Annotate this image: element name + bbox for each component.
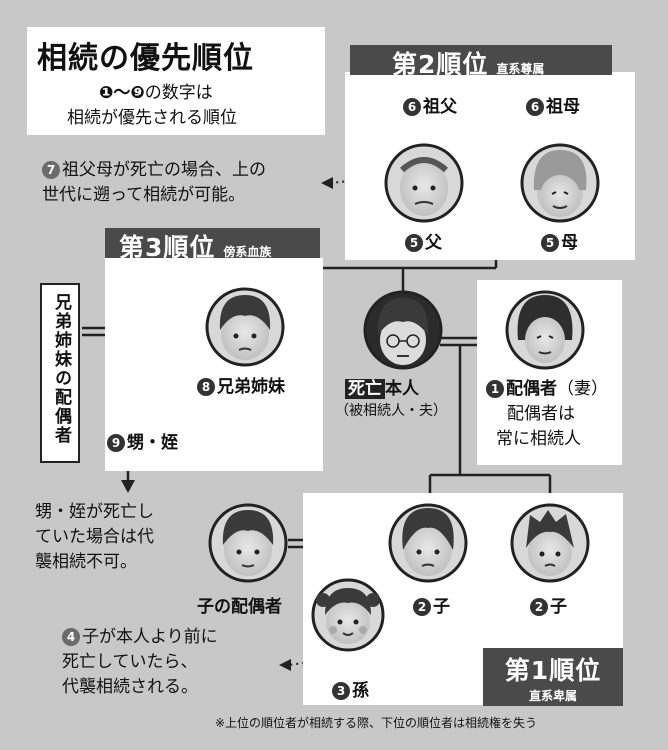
sibling-spouse-box: 兄弟姉妹の配偶者	[40, 283, 80, 463]
note7-line2: 世代に遡って相続が可能。	[42, 185, 246, 205]
rank1-sub: 直系卑属	[528, 688, 577, 703]
page-title: 相続の優先順位	[37, 41, 254, 76]
note4-num: 4	[62, 628, 80, 646]
rank2-sub: 直系尊属	[496, 62, 545, 76]
spouse-paren: （妻）	[557, 379, 608, 399]
siblings-num: 8	[197, 378, 215, 396]
father-num: 5	[405, 234, 423, 252]
child1-text: 子	[433, 597, 450, 617]
grandfather-num: 6	[403, 98, 421, 116]
self-sub: （被相続人・夫）	[335, 403, 447, 419]
mother-text: 母	[561, 233, 578, 253]
child2-portrait	[510, 503, 590, 583]
note7-line1: 祖父母が死亡の場合、上の	[62, 160, 266, 180]
child-spouse-label: 子の配偶者	[197, 597, 282, 617]
grandchild-num: 3	[332, 682, 350, 700]
self-portrait	[363, 290, 443, 370]
footnote: ※上位の順位者が相続する際、下位の順位者は相続権を失う	[215, 716, 538, 730]
spouse-num: 1	[486, 380, 504, 398]
spouse-text: 配偶者	[506, 379, 557, 399]
siblings-portrait	[205, 287, 285, 367]
rank1-label: 第1順位	[504, 655, 602, 685]
note-nephew-line2: ていた場合は代	[35, 527, 154, 547]
rank3-label: 第3順位	[119, 233, 216, 262]
grandfather-text: 祖父	[423, 97, 457, 117]
note4-line1: 子が本人より前に	[82, 627, 218, 647]
intro-num: ❶〜❾	[99, 83, 145, 103]
rank1-banner: 第1順位 直系卑属	[483, 648, 623, 706]
self-text: 本人	[385, 379, 419, 399]
rank3-sub: 傍系血族	[223, 245, 272, 259]
intro-line2: 相続が優先される順位	[67, 108, 237, 128]
rank2-label: 第2順位	[392, 50, 489, 79]
intro-text1: の数字は	[144, 83, 213, 103]
note4-line3: 代襲相続される。	[62, 677, 198, 697]
grandchild-text: 孫	[352, 681, 369, 701]
father-text: 父	[425, 233, 442, 253]
note4-line2: 死亡していたら、	[62, 652, 198, 672]
grandmother-text: 祖母	[546, 97, 580, 117]
title-panel: 相続の優先順位 ❶〜❾の数字は 相続が優先される順位	[27, 27, 325, 135]
father-portrait	[384, 143, 464, 223]
spouse-portrait	[505, 290, 585, 370]
note-nephew-line3: 襲相続不可。	[35, 552, 137, 572]
siblings-text: 兄弟姉妹	[217, 377, 285, 397]
grandmother-num: 6	[526, 98, 544, 116]
nephew-text: 甥・姪	[127, 433, 178, 453]
rank2-banner: 第2順位 直系尊属	[350, 45, 612, 79]
rank3-panel	[105, 258, 323, 471]
self-label: 死亡本人	[345, 374, 419, 399]
child-spouse-portrait	[208, 503, 288, 583]
child2-text: 子	[550, 597, 567, 617]
self-tag: 死亡	[345, 379, 385, 399]
child1-portrait	[388, 503, 468, 583]
spouse-note1: 配偶者は	[507, 404, 575, 424]
child2-num: 2	[530, 598, 548, 616]
note-nephew-line1: 甥・姪が死亡し	[35, 502, 154, 522]
grandchild-portrait	[311, 578, 385, 652]
child1-num: 2	[413, 598, 431, 616]
note-nephew: 甥・姪が死亡し ていた場合は代 襲相続不可。	[35, 500, 154, 575]
intro-line1: ❶〜❾の数字は	[99, 81, 213, 106]
nephew-num: 9	[107, 434, 125, 452]
mother-num: 5	[541, 234, 559, 252]
spouse-note2: 常に相続人	[496, 429, 581, 449]
note7-num: 7	[42, 161, 60, 179]
rank3-banner: 第3順位 傍系血族	[105, 228, 320, 262]
mother-portrait	[520, 143, 600, 223]
